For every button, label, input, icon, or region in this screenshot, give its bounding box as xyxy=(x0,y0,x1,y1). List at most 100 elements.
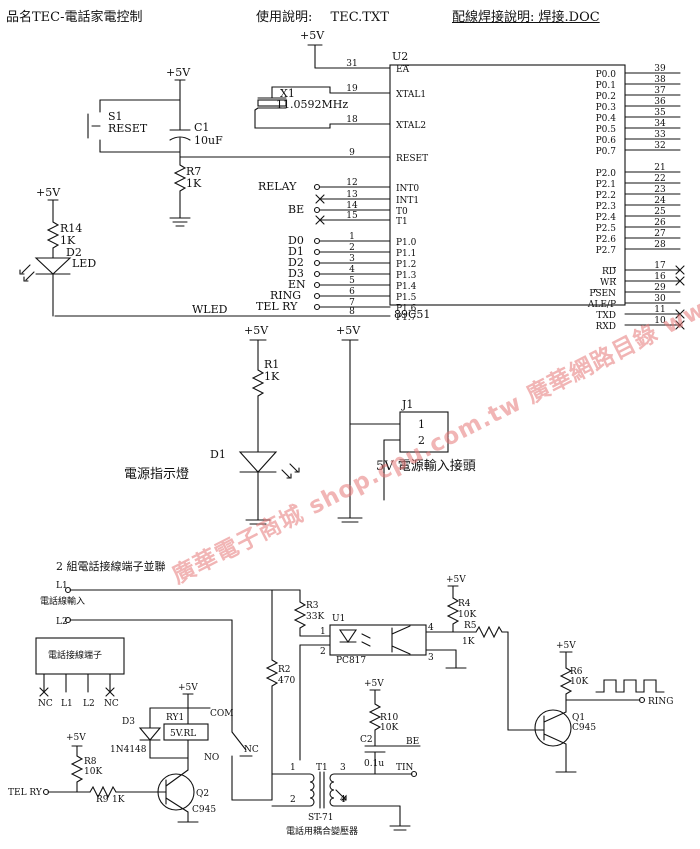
mcu-pin-name: P0.0 xyxy=(596,70,617,80)
u1-part: PC817 xyxy=(336,656,366,666)
net-relay: RELAY xyxy=(258,180,297,193)
mcu-u2-body xyxy=(389,64,626,306)
mcu-pin-name: P1.5 xyxy=(396,293,417,303)
tin-net: TIN xyxy=(396,763,414,773)
r8-val: 10K xyxy=(84,767,102,777)
mcu-pin-number: 28 xyxy=(654,240,666,250)
mcu-pin-name: P0.6 xyxy=(596,136,617,146)
mcu-pin-name: XTAL1 xyxy=(396,90,426,100)
mcu-right-pin-lines xyxy=(624,72,681,326)
t1-pin2: 2 xyxy=(290,795,296,805)
mcu-pin-name: EA xyxy=(396,65,410,75)
no-connect-marks xyxy=(315,194,685,330)
r1-val: 1K xyxy=(264,370,280,383)
mcu-pin-name: T1 xyxy=(396,217,408,227)
r5-ref: R5 xyxy=(464,621,477,631)
mcu-pin-number: 7 xyxy=(349,298,355,308)
mcu-pin-number: 23 xyxy=(654,185,666,195)
mcu-pin-name: WR xyxy=(600,278,616,288)
c1-val: 10uF xyxy=(194,134,223,147)
r4-r5-network xyxy=(446,585,541,731)
mcu-pin-number: 25 xyxy=(654,207,666,217)
t1-desc: 電話用耦合變壓器 xyxy=(286,825,358,837)
r8-ref: R8 xyxy=(84,757,97,767)
mcu-pin-number: 34 xyxy=(654,119,666,129)
mcu-pin-number: 5 xyxy=(349,276,355,286)
mcu-pin-number: 13 xyxy=(346,190,358,200)
r4-ref: R4 xyxy=(458,599,471,609)
c2-val: 0.1u xyxy=(364,759,384,769)
transformer-t1 xyxy=(271,770,418,831)
mcu-pin-number: 24 xyxy=(654,196,666,206)
t1-pin1: 1 xyxy=(290,763,296,773)
lower-labels: 2 組電話接線端子並聯 L1 電話線輸入 L2 電話接線端子 NC L1 L2 … xyxy=(8,559,673,837)
header-wiring: 配線焊接說明: 焊接.DOC xyxy=(452,10,600,25)
r7-ref: R7 xyxy=(186,165,201,178)
r10-val: 10K xyxy=(380,723,398,733)
mcu-pin-number: 6 xyxy=(349,287,355,297)
relay-nc: NC xyxy=(244,745,259,755)
mcu-pin-name: TXD xyxy=(596,311,616,321)
vcc-r8: +5V xyxy=(66,733,86,743)
r2-ref: R2 xyxy=(278,665,291,675)
r9-ref: R9 xyxy=(96,795,109,805)
mcu-pin-name: P1.3 xyxy=(396,271,417,281)
header-manual: 使用說明: TEC.TXT xyxy=(256,6,389,25)
r10-c2-network xyxy=(364,689,421,775)
mcu-pin-number: 15 xyxy=(346,211,358,221)
mcu-pin-name: P2.6 xyxy=(596,235,617,245)
mcu-pin-name: P0.1 xyxy=(596,81,616,91)
j1-pin2: 2 xyxy=(418,434,425,447)
r9-val: 1K xyxy=(112,795,125,805)
r7-val: 1K xyxy=(186,177,202,190)
mcu-pin-number: 38 xyxy=(654,75,666,85)
r14-val: 1K xyxy=(60,234,76,247)
mcu-pin-name: P1.4 xyxy=(396,282,417,292)
d3-part: 1N4148 xyxy=(110,745,147,755)
manual-file: TEC.TXT xyxy=(330,10,389,25)
q2-ref: Q2 xyxy=(196,789,209,799)
net-telry: TEL RY xyxy=(256,300,298,313)
crystal-x1 xyxy=(254,86,331,129)
mcu-left-pins: 31EA19XTAL118XTAL29RESET12INT013INT114T0… xyxy=(346,59,428,323)
t1-pin3: 3 xyxy=(340,763,346,773)
mcu-pin-number: 17 xyxy=(654,261,666,271)
vcc-r4: +5V xyxy=(446,575,466,585)
relay-ry1 xyxy=(138,693,273,801)
c2-ref: C2 xyxy=(360,735,373,745)
mcu-pin-name: P2.4 xyxy=(596,213,617,223)
ring-out: RING xyxy=(648,697,673,707)
vcc-r10: +5V xyxy=(364,679,384,689)
manual-label: 使用說明: xyxy=(256,10,313,25)
l1-label: L1 xyxy=(56,581,68,591)
mcu-pin-name: P2.2 xyxy=(596,191,616,201)
mcu-pin-number: 1 xyxy=(349,232,355,242)
mcu-pin-name: P2.1 xyxy=(596,180,616,190)
part-labels: X1 11.0592MHz S1 RESET C1 10uF R7 1K R14… xyxy=(60,87,476,482)
transistor-q2 xyxy=(42,745,199,823)
d3-ref: D3 xyxy=(122,717,135,727)
mcu-pin-number: 16 xyxy=(654,272,666,282)
mcu-pin-name: P2.5 xyxy=(596,224,617,234)
mcu-pin-name: XTAL2 xyxy=(396,121,426,131)
j1-pin1: 1 xyxy=(418,418,425,431)
mcu-pin-name: P1.7 xyxy=(396,313,417,323)
net-labels: +5V +5V +5V RELAY BE D0 D1 D2 D3 EN RING… xyxy=(36,29,361,337)
mcu-pin-name: RXD xyxy=(596,322,616,332)
net-be: BE xyxy=(288,203,304,216)
j1-ref: J1 xyxy=(401,398,413,411)
r5-val: 1K xyxy=(462,637,475,647)
mcu-pin-number: 8 xyxy=(349,307,355,317)
ea-vcc-wire xyxy=(307,44,323,69)
mcu-pin-name: RD xyxy=(602,267,616,277)
t1-part: ST-71 xyxy=(308,813,334,823)
c1-ref: C1 xyxy=(194,121,209,134)
mcu-pin-name: P1.1 xyxy=(396,249,416,259)
s1-ref: S1 xyxy=(108,110,123,123)
mcu-pin-name: INT1 xyxy=(396,196,419,206)
vcc-led: +5V xyxy=(36,186,61,199)
mcu-pin-name: P0.3 xyxy=(596,103,617,113)
mcu-pin-number: 37 xyxy=(654,86,666,96)
d2-ref: D2 xyxy=(66,246,82,259)
terminal-box-label: 電話接線端子 xyxy=(48,649,102,661)
